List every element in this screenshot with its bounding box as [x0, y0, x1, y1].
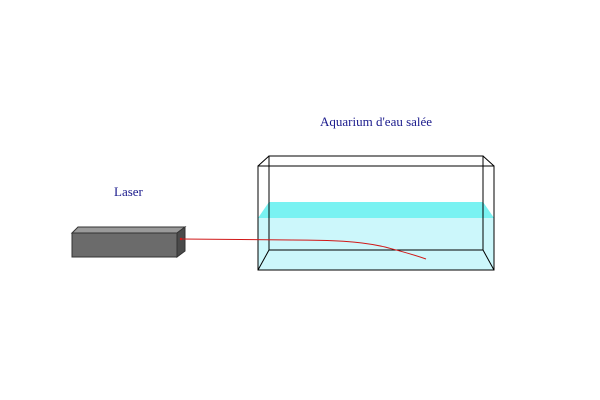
laser-end-face [176, 226, 186, 258]
tank-front-face [257, 165, 495, 271]
water-side [483, 202, 494, 270]
water-surface [258, 202, 494, 218]
tank-edge-top-left [257, 155, 270, 167]
laser-front-face [71, 232, 178, 258]
laser-aperture [179, 237, 183, 241]
laser-device [70, 226, 187, 258]
laser-beam [180, 238, 427, 260]
tank-edge-bottom-left [257, 249, 270, 271]
water-body [258, 218, 494, 270]
aquarium-label: Aquarium d'eau salée [320, 114, 433, 129]
tank-edge-top-right [482, 155, 495, 167]
laser-label: Laser [114, 184, 143, 199]
tank-edge-bottom-right [482, 249, 495, 271]
aquarium-tank [257, 155, 495, 271]
tank-back-face [268, 155, 484, 251]
laser-top-face [70, 226, 187, 234]
